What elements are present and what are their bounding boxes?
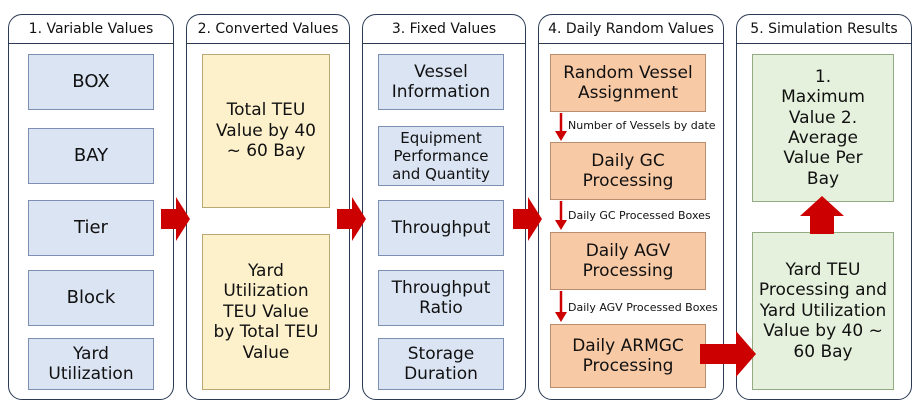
arrow-down-icon [555, 291, 567, 322]
panel-title: 5. Simulation Results [737, 15, 911, 44]
variable-box: BOX [28, 54, 154, 110]
arrow-right-icon [513, 197, 542, 241]
arrow-up-icon [800, 196, 844, 234]
panel-title: 3. Fixed Values [363, 15, 525, 44]
arrow-right-icon [161, 197, 190, 241]
converted-total-teu: Total TEU Value by 40 ~ 60 Bay [202, 54, 330, 208]
result-yard-teu-processing: Yard TEU Processing and Yard Utilization… [752, 232, 894, 390]
flow-label-agv-processed-boxes: Daily AGV Processed Boxes [568, 301, 718, 314]
fixed-equipment-performance: Equipment Performance and Quantity [378, 126, 504, 186]
random-vessel-assignment: Random Vessel Assignment [550, 54, 706, 112]
variable-bay: BAY [28, 128, 154, 184]
arrow-down-icon [555, 201, 567, 230]
variable-yard-utilization: Yard Utilization [28, 338, 154, 390]
panel-title: 4. Daily Random Values [539, 15, 723, 44]
fixed-throughput-ratio: Throughput Ratio [378, 270, 504, 326]
converted-yard-utilization-teu: Yard Utilization TEU Value by Total TEU … [202, 234, 330, 390]
variable-block: Block [28, 270, 154, 326]
panel-title: 1. Variable Values [9, 15, 173, 44]
fixed-vessel-information: Vessel Information [378, 54, 504, 110]
fixed-storage-duration: Storage Duration [378, 338, 504, 390]
result-max-average: 1. Maximum Value 2. Average Value Per Ba… [752, 54, 894, 202]
arrow-down-icon [555, 113, 567, 141]
daily-gc-processing: Daily GC Processing [550, 142, 706, 200]
daily-armgc-processing: Daily ARMGC Processing [550, 324, 706, 388]
flow-label-gc-processed-boxes: Daily GC Processed Boxes [568, 209, 711, 222]
arrow-right-icon [337, 197, 366, 241]
variable-tier: Tier [28, 200, 154, 256]
fixed-throughput: Throughput [378, 200, 504, 256]
daily-agv-processing: Daily AGV Processing [550, 232, 706, 290]
panel-title: 2. Converted Values [187, 15, 349, 44]
arrow-right-icon [700, 331, 756, 377]
flow-label-vessels-by-date: Number of Vessels by date [568, 119, 716, 132]
